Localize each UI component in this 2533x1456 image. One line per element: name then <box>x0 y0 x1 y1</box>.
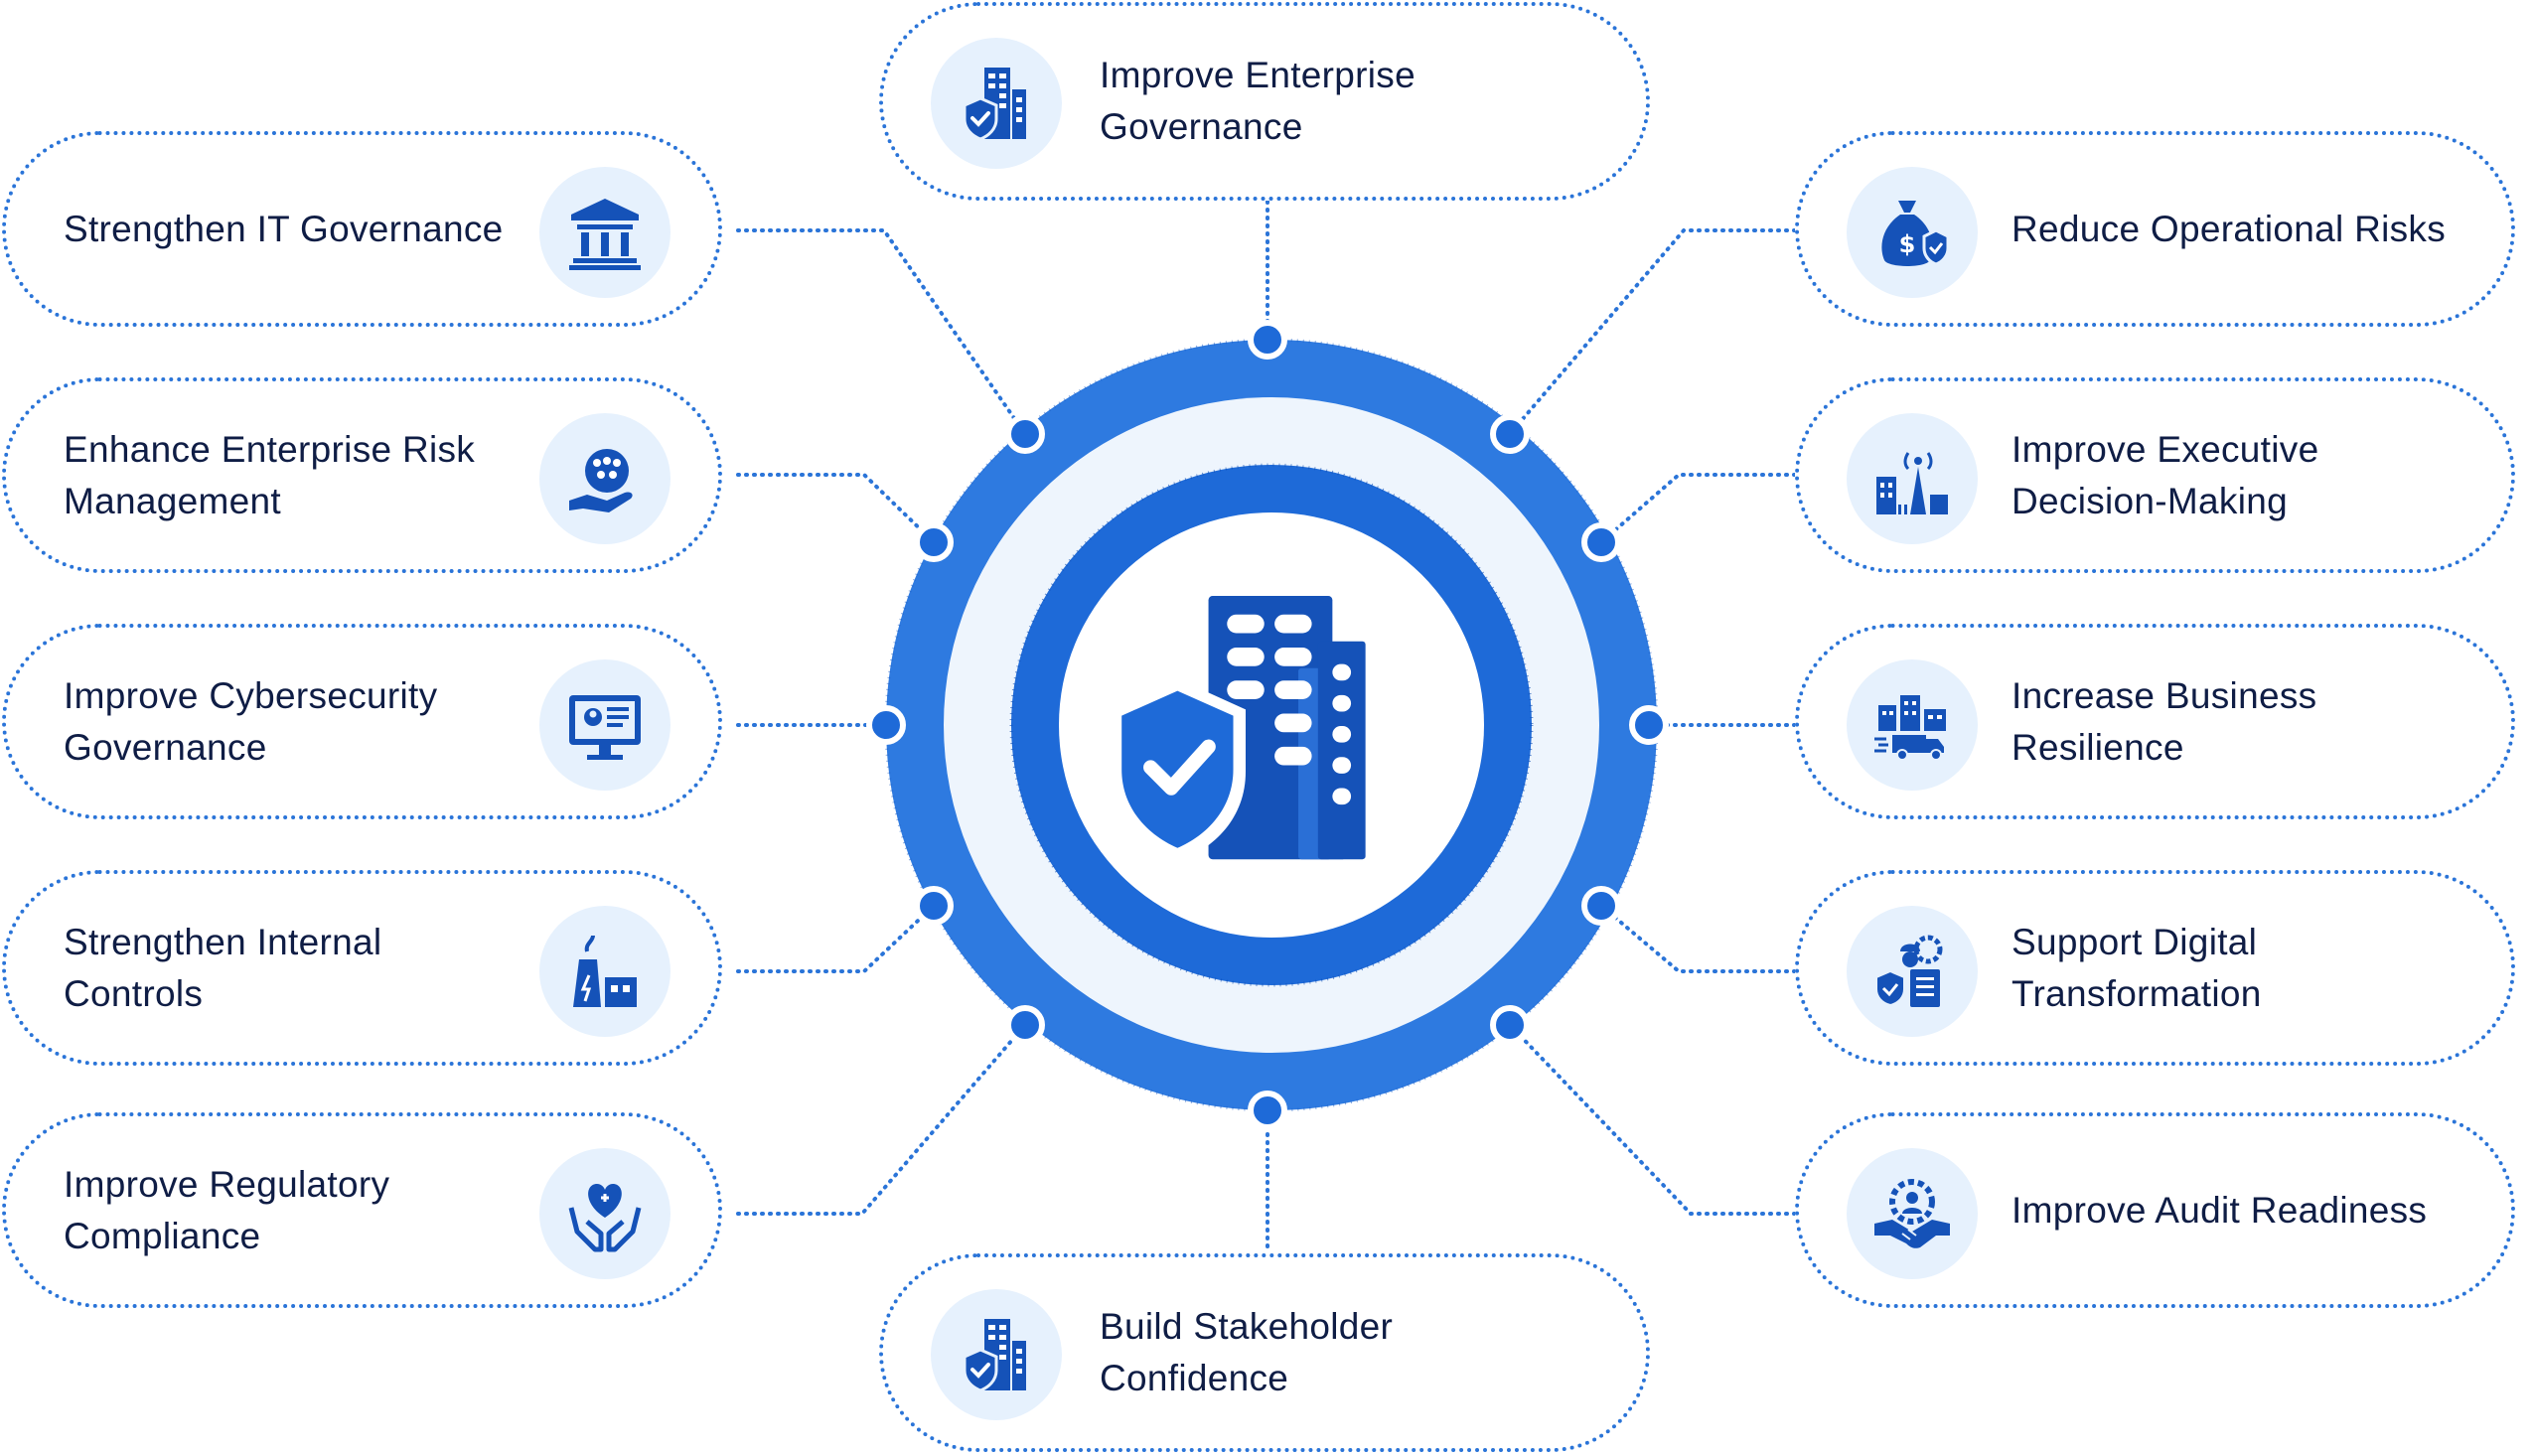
node-label: Strengthen IT Governance <box>64 208 504 249</box>
icon-badge <box>539 413 670 544</box>
monitor-profile-icon <box>569 695 641 760</box>
handshake-gear-icon <box>1874 1179 1950 1248</box>
icon-badge <box>1847 659 1978 791</box>
shield-building-icon <box>1109 596 1366 863</box>
icon-badge <box>539 167 670 298</box>
node-label: Improve Enterprise Governance <box>1100 55 1416 147</box>
hand-group-icon <box>569 449 633 512</box>
node-label: Build Stakeholder Confidence <box>1100 1306 1394 1398</box>
bank-icon <box>569 199 641 270</box>
icon-badge <box>539 1148 670 1279</box>
node-improve-audit-readiness: Improve Audit Readiness <box>1795 1112 2515 1308</box>
node-label: Improve Executive Decision-Making <box>2012 428 2319 521</box>
node-build-stakeholder-confidence: Build Stakeholder Confidence <box>879 1253 1650 1452</box>
node-improve-enterprise-governance: Improve Enterprise Governance <box>879 2 1650 201</box>
connector-operational-risks <box>1508 228 1797 436</box>
shield-building-icon <box>963 68 1026 141</box>
connector-digital <box>1599 904 1797 973</box>
engineer-gear-icon <box>1875 935 1943 1007</box>
node-label: Improve Audit Readiness <box>2012 1189 2428 1231</box>
node-label: Strengthen Internal Controls <box>64 921 382 1014</box>
node-improve-cybersecurity-governance: Improve Cybersecurity Governance <box>2 624 722 819</box>
icon-badge <box>1847 1148 1978 1279</box>
hands-heart-icon <box>568 1184 642 1252</box>
shield-building-icon <box>963 1319 1026 1392</box>
icon-badge <box>539 906 670 1037</box>
icon-badge <box>1847 413 1978 544</box>
connector-enhance-risk <box>736 473 936 544</box>
power-plant-icon <box>573 935 637 1007</box>
node-increase-business-resilience: Increase Business Resilience <box>1795 624 2515 819</box>
icon-badge <box>931 38 1062 169</box>
delivery-truck-city-icon <box>1874 695 1946 761</box>
node-strengthen-it-governance: Strengthen IT Governance <box>2 131 722 327</box>
node-label: Enhance Enterprise Risk Management <box>64 428 476 521</box>
node-label: Support Digital Transformation <box>2012 921 2262 1014</box>
node-label: Improve Regulatory Compliance <box>64 1163 390 1256</box>
connector-internal-controls <box>736 904 936 973</box>
money-bag-shield-icon: $ <box>1881 201 1950 266</box>
node-strengthen-internal-controls: Strengthen Internal Controls <box>2 870 722 1066</box>
city-tower-icon <box>1876 452 1948 514</box>
connector-regulatory <box>736 1023 1027 1216</box>
node-label: Increase Business Resilience <box>2012 674 2317 768</box>
icon-badge <box>931 1289 1062 1420</box>
node-reduce-operational-risks: $ Reduce Operational Risks <box>1795 131 2515 327</box>
node-support-digital-transformation: Support Digital Transformation <box>1795 870 2515 1066</box>
svg-text:$: $ <box>1899 230 1916 258</box>
node-label: Reduce Operational Risks <box>2012 208 2447 249</box>
node-improve-executive-decision-making: Improve Executive Decision-Making <box>1795 377 2515 573</box>
node-enhance-enterprise-risk-management: Enhance Enterprise Risk Management <box>2 377 722 573</box>
icon-badge <box>539 659 670 791</box>
connector-strengthen-it-governance <box>736 228 1027 436</box>
central-hub <box>884 338 1659 1112</box>
icon-badge <box>1847 906 1978 1037</box>
node-label: Improve Cybersecurity Governance <box>64 674 438 768</box>
node-improve-regulatory-compliance: Improve Regulatory Compliance <box>2 1112 722 1308</box>
connector-executive <box>1599 473 1797 544</box>
connector-audit <box>1508 1023 1797 1216</box>
icon-badge: $ <box>1847 167 1978 298</box>
